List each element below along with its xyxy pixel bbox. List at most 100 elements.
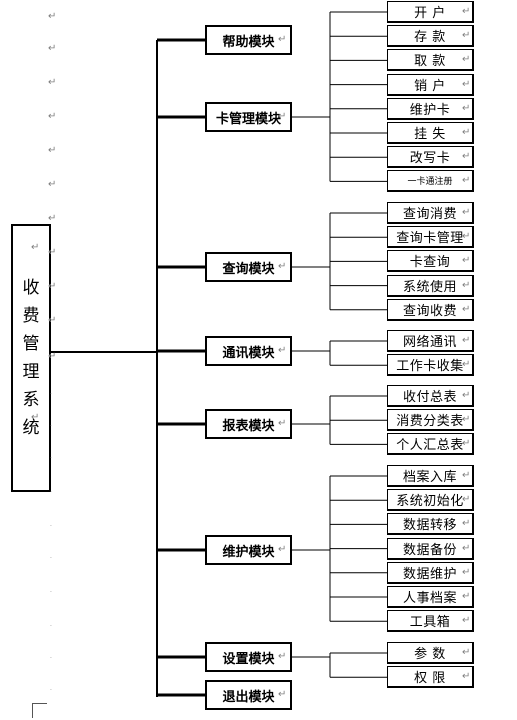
child-node: 查询卡管理 [387,226,474,249]
paragraph-mark: ↵ [48,351,57,362]
paragraph-mark: ↵ [462,231,471,243]
child-node: 一卡通注册 [387,170,474,193]
paragraph-mark: ↵ [462,591,471,602]
paragraph-mark: ↵ [278,345,287,356]
child-label: 查询收费 [402,303,457,319]
child-label: 维护卡 [409,102,451,118]
paragraph-mark: ↵ [462,255,471,267]
paragraph-mark: ↵ [462,647,471,658]
child-node: 挂 失 [387,122,474,144]
child-label: 参 数 [414,647,446,662]
paragraph-mark: ↵ [462,151,471,163]
child-label: 销 户 [414,78,446,94]
paragraph-mark: ↵ [462,615,471,627]
module-node: 设置模块 [205,642,292,672]
module-label: 设置模块 [222,651,275,667]
module-node: 卡管理模块 [205,102,292,132]
child-node: 人事档案 [387,586,474,608]
module-node: 维护模块 [205,535,292,565]
paragraph-mark: ↵ [462,566,471,578]
child-node: 收付总表 [387,385,474,407]
paragraph-mark: ↵ [462,30,471,42]
paragraph-mark: ↵ [462,78,471,90]
child-node: 数据维护 [387,561,474,584]
child-label: 工具箱 [409,615,451,631]
child-node: 卡查询 [387,250,474,273]
root-char: 收 [22,278,40,298]
module-label: 通讯模块 [222,345,275,361]
child-node: 存 款 [387,25,474,48]
paragraph-mark: ↵ [462,175,471,187]
paragraph-mark: . [50,587,52,594]
paragraph-mark: ↵ [462,671,471,683]
paragraph-mark: . [50,487,52,494]
module-label: 卡管理模块 [215,111,281,127]
paragraph-mark: ↵ [31,242,40,253]
paragraph-mark: ↵ [31,412,40,423]
child-label: 个人汇总表 [396,438,464,454]
page-corner-marker [32,703,47,718]
paragraph-mark: ↵ [462,390,471,401]
paragraph-mark: ↵ [278,261,287,272]
child-node: 取 款 [387,49,474,72]
paragraph-mark: . [50,553,52,560]
paragraph-mark: ↵ [462,438,471,450]
module-node: 退出模块 [205,680,292,710]
child-node: 消费分类表 [387,409,474,432]
paragraph-mark: ↵ [48,145,57,156]
module-node: 帮助模块 [205,25,292,55]
child-node: 工具箱 [387,610,474,633]
child-label: 一卡通注册 [407,177,453,188]
paragraph-mark: ↵ [462,414,471,426]
paragraph-mark: ↵ [462,542,471,554]
child-node: 参 数 [387,642,474,664]
child-node: 数据备份 [387,537,474,560]
child-node: 维护卡 [387,97,474,120]
child-node: 工作卡收集 [387,354,474,377]
child-label: 存 款 [414,30,446,46]
paragraph-mark: ↵ [278,34,287,45]
module-node: 通讯模块 [205,336,292,366]
child-label: 网络通讯 [402,335,457,350]
paragraph-mark: ↵ [462,303,471,315]
child-node: 网络通讯 [387,330,474,352]
module-node: 报表模块 [205,409,292,439]
child-label: 改写卡 [409,151,451,167]
child-node: 改写卡 [387,146,474,169]
child-node: 个人汇总表 [387,433,474,456]
paragraph-mark: ↵ [462,102,471,114]
paragraph-mark: ↵ [48,213,57,224]
paragraph-mark: ↵ [48,77,57,88]
module-label: 维护模块 [222,544,275,560]
child-label: 开 户 [414,6,446,21]
paragraph-mark: ↵ [462,335,471,346]
paragraph-mark: ↵ [278,111,287,122]
child-node: 数据转移 [387,513,474,536]
paragraph-mark: . [50,685,52,692]
child-label: 卡查询 [409,255,451,271]
paragraph-mark: . [50,389,52,396]
root-char: 管 [22,334,40,354]
child-node: 开 户 [387,1,474,23]
child-node: 系统使用 [387,274,474,297]
child-label: 权 限 [414,671,446,687]
root-char: 系 [22,390,40,410]
paragraph-mark: ↵ [48,281,57,292]
child-node: 系统初始化 [387,489,474,512]
paragraph-mark: ↵ [48,111,57,122]
paragraph-mark: ↵ [462,6,471,17]
child-label: 数据维护 [402,566,457,582]
paragraph-mark: ↵ [462,470,471,481]
paragraph-mark: ↵ [462,207,471,218]
paragraph-mark: ↵ [462,54,471,66]
child-node: 查询消费 [387,202,474,224]
child-label: 收付总表 [402,390,457,405]
child-label: 取 款 [414,54,446,70]
paragraph-mark: ↵ [462,279,471,291]
paragraph-mark: ↵ [462,518,471,530]
module-node: 查询模块 [205,252,292,282]
root-char: 费 [22,306,40,326]
child-label: 消费分类表 [396,414,464,430]
